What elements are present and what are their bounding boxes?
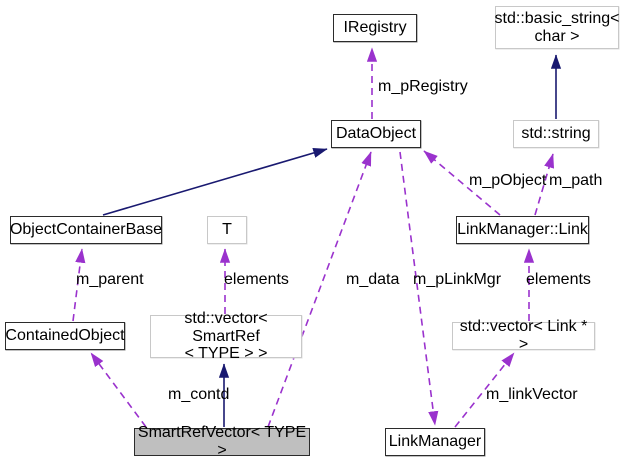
node-smartrefvector[interactable]: SmartRefVector< TYPE > [134,424,310,459]
node-label: std::basic_string< char > [494,9,620,45]
node-label: ContainedObject [5,327,125,345]
edge-link-to-dataobject [423,150,501,216]
edge-label-m-parent: m_parent [76,271,144,288]
edge-label-m-contd: m_contd [168,386,230,403]
edge-label-elements-t: elements [224,271,289,288]
node-label: LinkManager [388,433,482,451]
node-linkmanager[interactable]: LinkManager [385,428,485,456]
node-label: std::vector< Link * > [459,318,588,353]
node-label: std::vector< SmartRef < TYPE > > [184,309,268,363]
node-label: std::string [521,125,591,143]
edge-dataobject-to-linkmanager [399,151,439,426]
node-iregistry[interactable]: IRegistry [333,14,417,42]
node-objectcontainerbase[interactable]: ObjectContainerBase [10,216,162,244]
node-std-vector-smartref[interactable]: std::vector< SmartRef < TYPE > > [150,310,302,362]
node-label: LinkManager::Link [457,221,588,239]
edge-containedobject-to-objectcontainerbase [72,248,86,322]
edge-smartrefvector-to-containedobject [90,352,147,428]
edge-label-m-data: m_data [346,271,400,288]
node-label: DataObject [335,125,417,143]
node-label: IRegistry [343,19,407,37]
edge-label-m-pobject: m_pObject [469,172,547,189]
node-t-template-param[interactable]: T [207,216,247,244]
node-linkmanager-link[interactable]: LinkManager::Link [456,216,589,244]
edge-label-m-plinkmgr: m_pLinkMgr [413,271,502,288]
node-label: ObjectContainerBase [9,221,163,239]
node-label: SmartRefVector< TYPE > [137,424,307,459]
node-std-vector-link-ptr[interactable]: std::vector< Link * > [452,318,595,353]
node-containedobject[interactable]: ContainedObject [5,322,125,350]
edge-label-elements-link: elements [526,271,591,288]
node-std-basic-string[interactable]: std::basic_string< char > [495,6,619,49]
edge-objectcontainerbase-to-dataobject [102,147,328,216]
edge-smartrefvector-to-dataobject [267,151,372,428]
edge-linkmanager-to-vectorlinkptr [454,352,515,428]
edge-link-to-stdstring [534,153,555,216]
node-label: T [222,221,232,239]
edge-label-m-pregistry: m_pRegistry [378,78,468,95]
node-dataobject[interactable]: DataObject [331,120,421,148]
edge-label-m-linkvector: m_linkVector [486,386,578,403]
node-std-string[interactable]: std::string [513,120,599,148]
edge-label-m-path: m_path [549,172,603,189]
